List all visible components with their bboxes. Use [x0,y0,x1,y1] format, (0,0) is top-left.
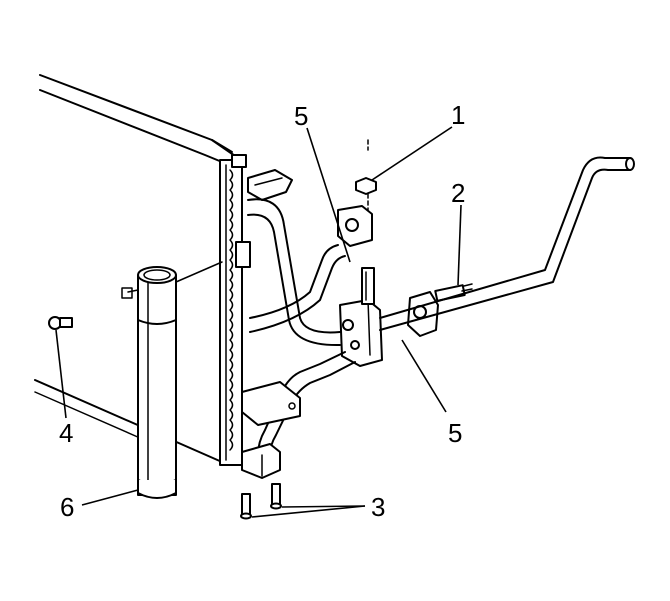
radiator-side-tank [219,154,247,466]
callout-5-lower: 5 [448,418,463,448]
radiator-fins [229,169,234,451]
bolt-4 [48,316,73,330]
callout-4: 4 [59,418,74,448]
cooler-line-rubber-hose [249,244,346,333]
leader-lines [55,126,462,518]
callout-6: 6 [60,492,75,522]
callout-1: 1 [451,100,466,130]
callout-5-upper: 5 [294,101,309,131]
lower-bracket [241,381,301,426]
radiator-core [34,74,239,463]
nut-1-and-clip [337,139,377,247]
bolt-2-and-flange [407,283,473,337]
lower-clip-and-bolts-3 [240,443,282,520]
cooler-line-upper [247,198,341,347]
auxiliary-oil-cooler [121,261,223,499]
cooler-line-long-right [379,156,635,331]
callout-2: 2 [451,178,466,208]
callout-3: 3 [371,492,386,522]
line-connector-block [339,267,383,367]
upper-line-clip [247,169,293,201]
tank-bracket [235,241,251,268]
